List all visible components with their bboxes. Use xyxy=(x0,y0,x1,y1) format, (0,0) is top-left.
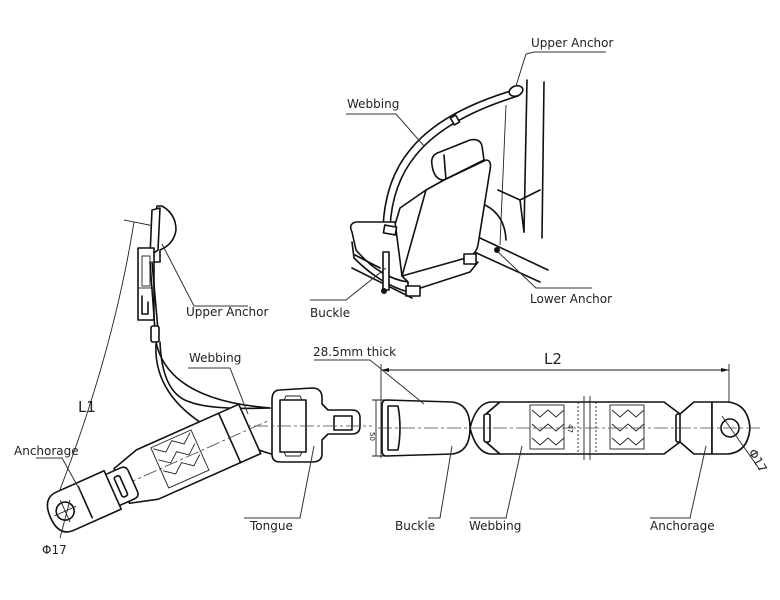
width-dim-label: 50 xyxy=(368,432,376,441)
buckle-anchorage-leader xyxy=(650,445,707,519)
retractor-tongue-view: L1 xyxy=(14,205,372,557)
stitch-pattern-left xyxy=(529,404,565,450)
retractor-upper-anchor xyxy=(137,205,177,343)
tongue xyxy=(271,387,361,463)
seat-lower-anchor-label: Lower Anchor xyxy=(530,292,612,306)
stitch-pattern-right xyxy=(609,404,645,450)
buckle-leader-2 xyxy=(428,445,453,519)
buckle-webbing: 47 xyxy=(483,396,683,460)
buckle-label: Buckle xyxy=(395,519,435,533)
retractor-webbing-label: Webbing xyxy=(189,351,241,365)
buckle-leader xyxy=(310,267,387,301)
webbing-width-dim-label: 47 xyxy=(566,424,574,433)
buckle-webbing-label: Webbing xyxy=(469,519,521,533)
anchorage-leader xyxy=(36,457,83,495)
retractor-anchorage xyxy=(46,403,270,533)
upper-anchor-leader xyxy=(525,51,606,55)
thickness-label: 28.5mm thick xyxy=(313,345,396,359)
stitch-pattern xyxy=(150,429,210,489)
buckle-anchorage xyxy=(679,401,761,471)
seat-buckle-label: Buckle xyxy=(310,306,350,320)
buckle-assembly-view: L2 50 xyxy=(313,345,770,533)
seat-buckle xyxy=(381,224,398,294)
buckle-anchorage-label: Anchorage xyxy=(650,519,715,533)
l1-dimension-arc xyxy=(51,221,135,511)
vehicle-pillar xyxy=(469,79,549,283)
retractor-upper-anchor-label: Upper Anchor xyxy=(186,305,269,319)
webbing-leader xyxy=(346,113,425,147)
thickness-leader xyxy=(314,359,425,405)
l2-label: L2 xyxy=(544,350,562,368)
l1-label: L1 xyxy=(78,398,96,416)
buckle-hole-diameter-label: Φ17 xyxy=(745,447,769,475)
retractor-upper-anchor-leader xyxy=(161,243,248,307)
seat-webbing xyxy=(382,89,519,229)
lower-anchor-leader xyxy=(497,251,592,289)
seat-upper-anchor-label: Upper Anchor xyxy=(531,36,614,50)
seat-upper-anchor xyxy=(508,84,524,98)
seat-webbing-label: Webbing xyxy=(347,97,399,111)
seat xyxy=(349,138,492,299)
retractor-webbing xyxy=(155,341,279,457)
seat-lower-anchor xyxy=(494,247,500,253)
retractor-webbing-leader xyxy=(188,367,249,415)
buckle-webbing-leader xyxy=(470,445,523,519)
retractor-anchorage-label: Anchorage xyxy=(14,444,79,458)
seat-installation-view: Upper Anchor Webbing Buckle Lower Anchor xyxy=(310,36,614,320)
retractor-hole-diameter-label: Φ17 xyxy=(42,543,67,557)
tongue-leader xyxy=(244,445,315,519)
tongue-label: Tongue xyxy=(249,519,293,533)
